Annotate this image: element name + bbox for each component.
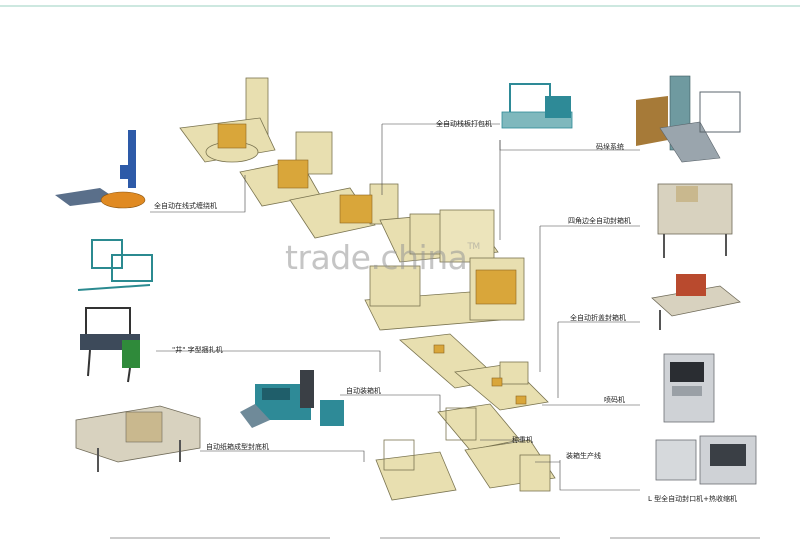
label-packing-line: 装箱生产线 — [566, 452, 601, 461]
label-auto-strapping: 全自动栈板打包机 — [436, 120, 492, 129]
wrapper-carriage — [120, 165, 136, 179]
carton-stack-2 — [278, 160, 308, 188]
stretch-wrapper-machine — [55, 130, 145, 208]
inkjet-screen — [670, 362, 704, 382]
label-inkjet-printer: 喷码机 — [604, 396, 625, 405]
palletizer-frame — [700, 92, 740, 132]
watermark-text: trade.china — [285, 238, 467, 277]
palletizer-machine — [636, 76, 740, 162]
four-corner-sealer-machine — [658, 184, 732, 258]
fold-sealer-machine — [652, 274, 740, 330]
wrapper-mast — [128, 130, 136, 188]
palletizer-frame — [370, 184, 398, 224]
erector-magazine — [126, 412, 162, 442]
fold-sealer-top — [676, 274, 706, 296]
semi-auto-strapper — [78, 240, 152, 290]
label-four-corner-sealer: 四角边全自动封箱机 — [568, 217, 631, 226]
leader-case-packer — [340, 395, 440, 412]
packer-outfeed — [320, 400, 344, 426]
label-auto-online-wrapper: 全自动在线式缠绕机 — [154, 202, 217, 211]
palletizer-stack — [636, 96, 668, 146]
shrink-tunnel-window — [710, 444, 746, 466]
shrink-wrapper-machine — [656, 436, 756, 484]
erector-base — [376, 452, 456, 500]
pallet-strapper-head — [545, 96, 571, 118]
shrink-sealer — [656, 440, 696, 480]
strapper-leg-1 — [88, 350, 90, 376]
carton-stack-3 — [340, 195, 372, 223]
case-sealer-unit — [500, 362, 528, 384]
watermark-tm: TM — [467, 242, 479, 252]
end-unit — [520, 455, 550, 491]
carton-erector-machine — [76, 406, 200, 472]
pallet-strapper-arch — [510, 84, 550, 114]
case-packer-machine — [240, 370, 344, 428]
label-l-type-shrink: L 型全自动封口机+热收缩机 — [648, 495, 737, 504]
watermark: trade.chinaTM — [285, 238, 480, 277]
inkjet-printer-machine — [664, 354, 714, 422]
leader-shrink — [560, 460, 640, 490]
carton-stack-1 — [218, 124, 246, 148]
carton-1 — [434, 345, 444, 353]
packer-panel — [262, 388, 290, 400]
arch-strapping-machine — [80, 308, 140, 382]
label-auto-fold-sealer: 全自动折盖封箱机 — [570, 314, 626, 323]
label-i-type-sealer: "井" 字型捆扎机 — [172, 346, 223, 355]
carton-3 — [516, 396, 526, 404]
label-palletizing-system: 码垛系统 — [596, 143, 624, 152]
palletizer-conveyor — [660, 122, 720, 162]
leader-erector — [200, 451, 364, 462]
label-auto-case-packer: 自动装箱机 — [346, 387, 381, 396]
label-check-weigher: 称重机 — [512, 436, 533, 445]
strapper-base — [78, 285, 150, 290]
packer-head — [300, 370, 314, 408]
strapper-coil — [122, 340, 140, 368]
four-corner-head — [676, 186, 698, 202]
carton-stack-4 — [476, 270, 516, 304]
carton-2 — [492, 378, 502, 386]
strapper-leg-2 — [128, 368, 130, 382]
wrapper-turntable — [101, 192, 145, 208]
strapper-arch — [86, 308, 130, 336]
pallet-strapper-machine — [502, 84, 572, 128]
label-auto-erector: 自动纸箱成型封底机 — [206, 443, 269, 452]
inkjet-keypad — [672, 386, 702, 396]
